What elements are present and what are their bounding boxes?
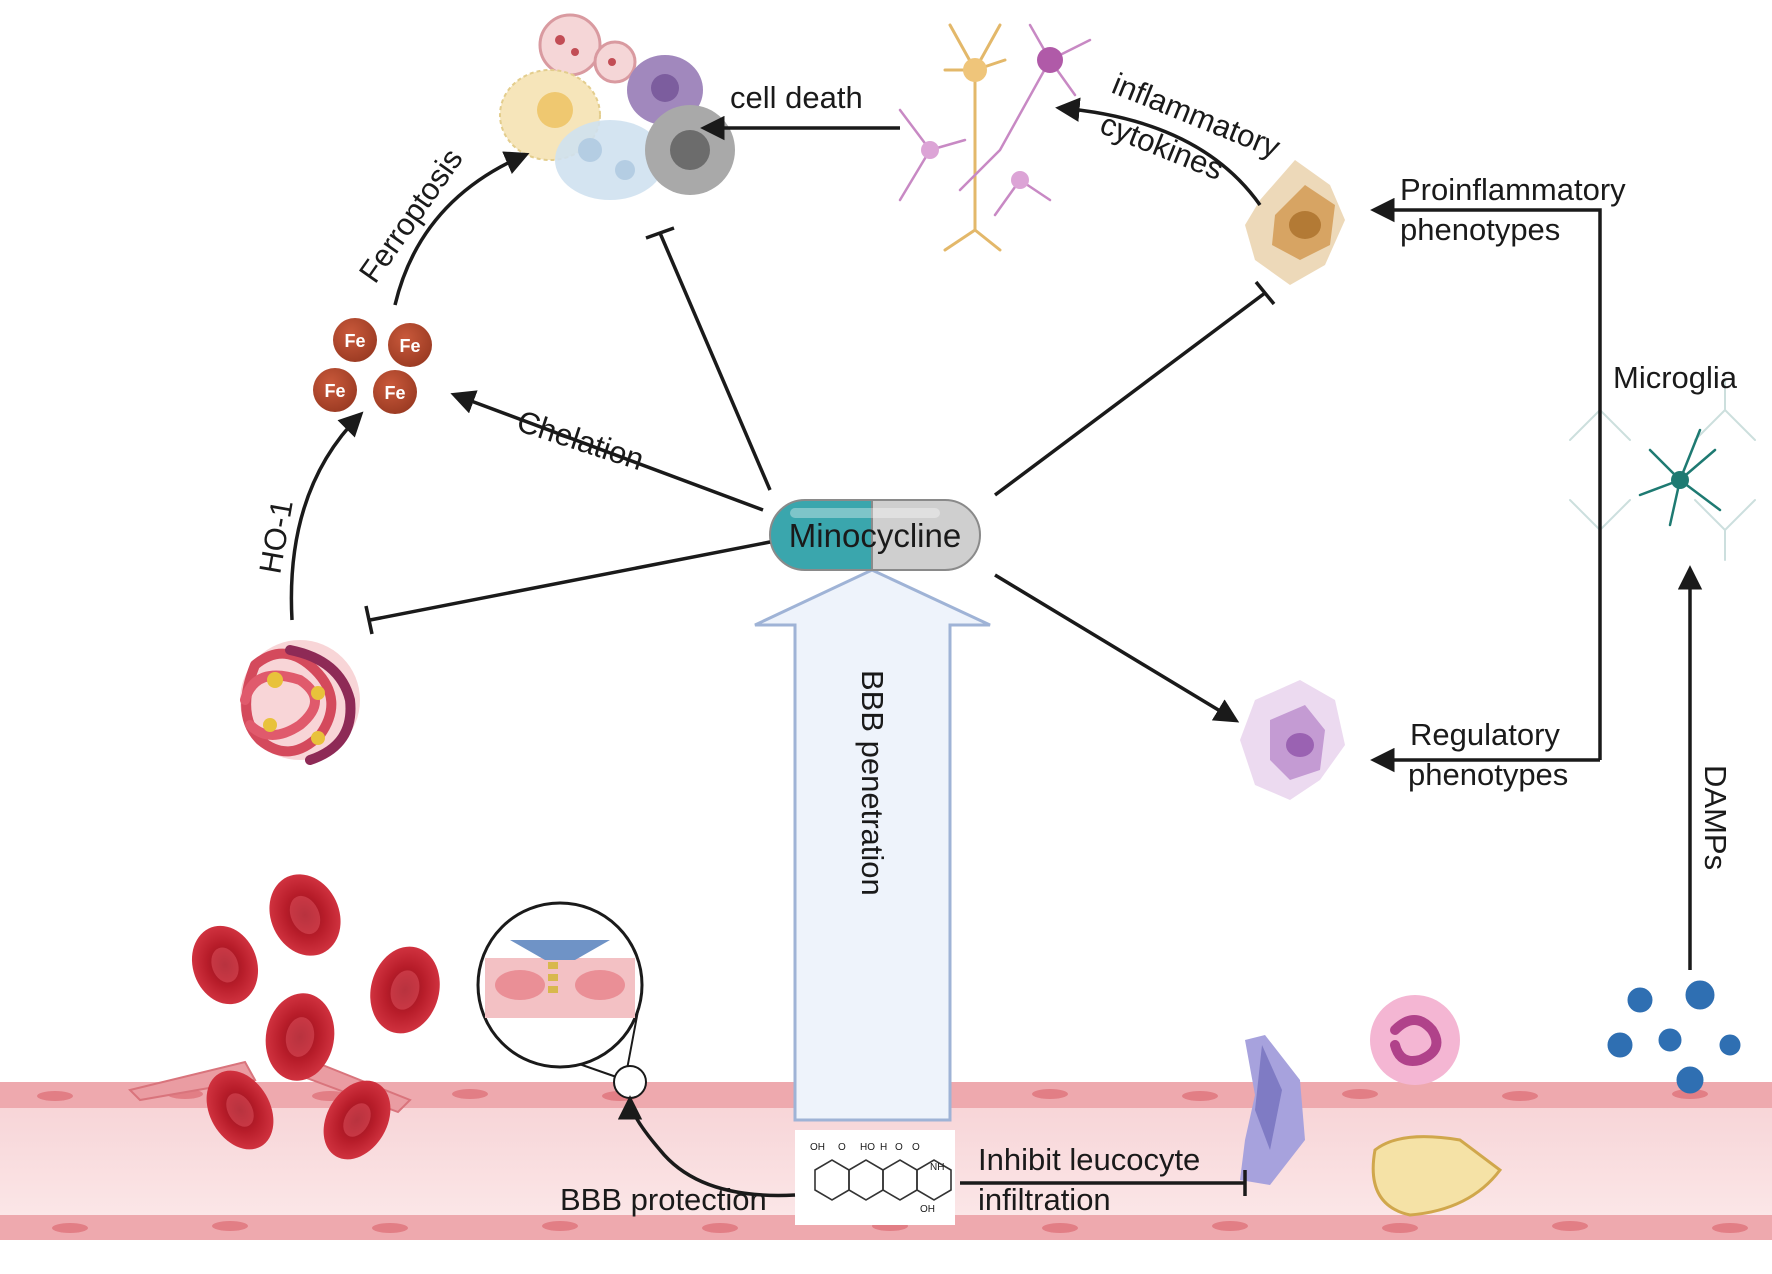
svg-text:HO: HO [860, 1142, 875, 1153]
minocycline-label: Minocycline [789, 517, 961, 554]
regulatory-label-line1: Regulatory [1410, 717, 1560, 752]
minocycline-capsule: Minocycline [769, 499, 981, 571]
svg-text:Fe: Fe [384, 383, 405, 403]
hemoglobin-molecule [240, 640, 360, 765]
fe-ion: Fe [388, 323, 432, 367]
cell-death-label: cell death [730, 80, 863, 115]
svg-text:H: H [880, 1142, 887, 1153]
svg-text:NH: NH [930, 1162, 944, 1173]
regulatory-label-line2: phenotypes [1408, 757, 1568, 792]
bbb-penetration-label: BBB penetration [855, 670, 890, 896]
neuron-cells [898, 23, 1092, 252]
svg-text:Fe: Fe [324, 381, 345, 401]
svg-text:OH: OH [920, 1204, 935, 1215]
regulatory-microglia [1240, 680, 1345, 800]
inhibit-leucocyte-label-line2: infiltration [978, 1182, 1111, 1217]
svg-text:O: O [895, 1142, 903, 1153]
chelation-label: Chelation [513, 403, 648, 477]
svg-text:O: O [838, 1142, 846, 1153]
svg-text:Fe: Fe [344, 331, 365, 351]
damps-label: DAMPs [1698, 765, 1733, 870]
proinflammatory-label-line2: phenotypes [1400, 212, 1560, 247]
inhibit-leucocyte-label-line1: Inhibit leucocyte [978, 1142, 1200, 1177]
fe-ion: Fe [333, 318, 377, 362]
damps-particles [1607, 980, 1741, 1094]
iron-ions: Fe Fe Fe Fe [313, 318, 432, 414]
bbb-penetration-arrow: BBB penetration [754, 568, 991, 1122]
dying-cells-cluster [499, 13, 735, 200]
ferroptosis-label: Ferroptosis [352, 142, 470, 289]
microglia-label: Microglia [1613, 360, 1738, 395]
svg-text:Fe: Fe [399, 336, 420, 356]
resting-microglia [1569, 379, 1756, 561]
leucocytes [1240, 995, 1503, 1217]
bbb-protection-label: BBB protection [560, 1182, 767, 1217]
svg-text:O: O [912, 1142, 920, 1153]
proinflammatory-label-line1: Proinflammatory [1400, 172, 1626, 207]
connection-lines [289, 97, 1703, 1198]
fe-ion: Fe [373, 370, 417, 414]
detached-endothelial-cell [128, 1060, 257, 1102]
svg-text:OH: OH [810, 1142, 825, 1153]
proinflammatory-microglia [1245, 160, 1345, 285]
red-blood-cells [191, 874, 440, 1160]
tight-junction-magnifier [476, 901, 647, 1099]
fe-ion: Fe [313, 368, 357, 412]
